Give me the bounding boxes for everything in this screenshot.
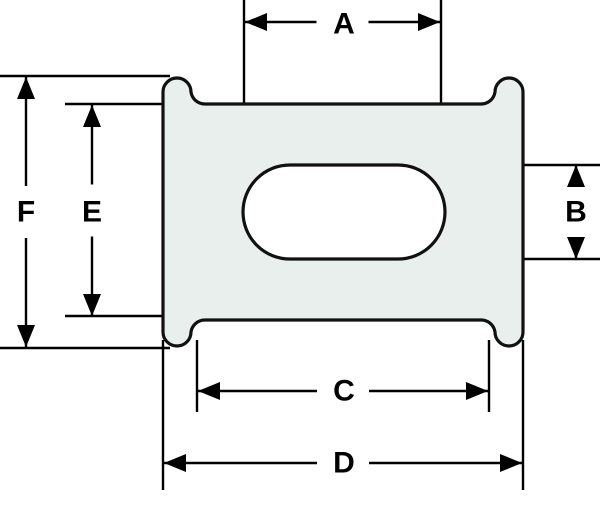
arrowhead-b-bottom (567, 237, 585, 259)
dimension-annotations (17, 13, 585, 472)
arrowhead-a-left (245, 13, 267, 31)
spool-part (161, 76, 525, 348)
dimension-label-e: E (82, 196, 102, 229)
arrowhead-b-top (567, 165, 585, 187)
arrowhead-d-right (500, 454, 522, 472)
dimension-label-d: D (333, 447, 355, 480)
arrowhead-e-bottom (83, 294, 101, 316)
dimension-label-f: F (17, 196, 35, 229)
dimension-label-a: A (333, 8, 355, 41)
center-slot-hole (241, 163, 447, 261)
arrowhead-f-top (17, 77, 35, 99)
arrowhead-c-right (466, 382, 488, 400)
arrowhead-e-top (83, 105, 101, 127)
arrowhead-f-bottom (17, 325, 35, 347)
arrowhead-a-right (418, 13, 440, 31)
arrowhead-c-left (198, 382, 220, 400)
dimension-label-b: B (565, 196, 587, 229)
extension-lines (0, 0, 600, 490)
arrowhead-d-left (164, 454, 186, 472)
dimension-label-c: C (333, 375, 355, 408)
